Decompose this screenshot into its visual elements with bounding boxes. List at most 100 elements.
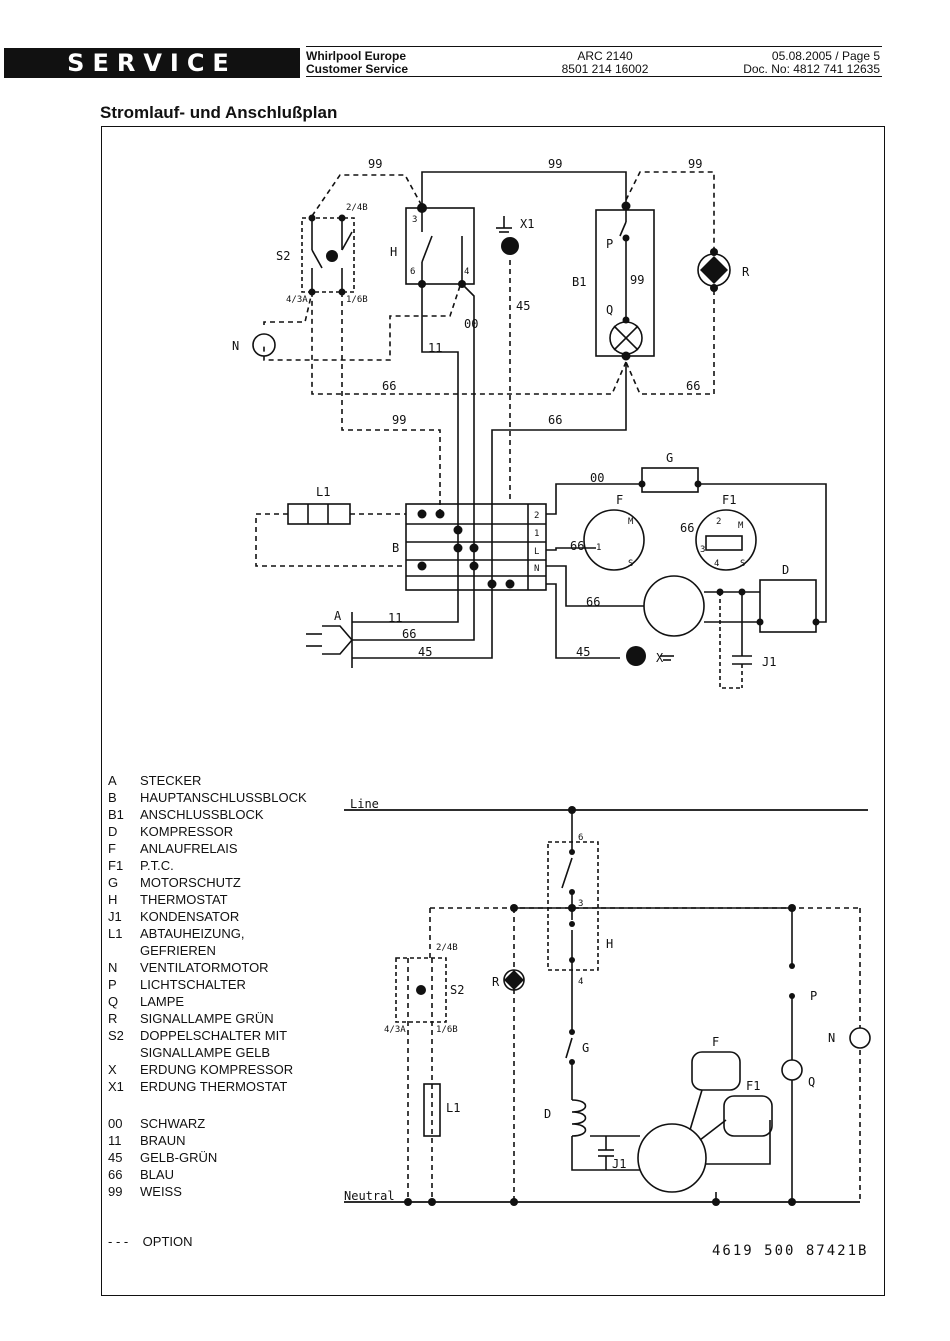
component-label: B1 — [572, 275, 586, 289]
wire-label: 66 — [382, 379, 396, 393]
compressor-bottom — [637, 1123, 707, 1193]
terminal-label: S — [740, 559, 745, 569]
wire-label: 66 — [680, 521, 694, 535]
terminal-label: 1/6B — [346, 295, 368, 305]
document-number: 4619 500 87421B — [712, 1243, 869, 1259]
terminal-label: 6 — [410, 267, 415, 277]
terminal-label: 1 — [534, 529, 539, 539]
f-relay-bottom — [691, 1051, 741, 1091]
terminal-label: 3 — [700, 545, 705, 555]
model-line2: 8501 214 16002 — [561, 62, 649, 76]
terminal-label: N — [534, 564, 539, 574]
component-label: L1 — [316, 485, 330, 499]
d-box — [759, 579, 817, 633]
doc-no: Doc. No: 4812 741 12635 — [743, 62, 880, 76]
wire-label: 99 — [548, 157, 562, 171]
date-page: 05.08.2005 / Page 5 — [771, 49, 880, 63]
service-banner: SERVICE — [4, 48, 300, 78]
component-label: P — [606, 237, 613, 251]
terminal-label: 4/3A — [384, 1025, 406, 1035]
company-block: Whirlpool Europe Customer Service — [306, 50, 408, 76]
q-lamp-bottom — [781, 1059, 803, 1081]
wire-label: 99 — [630, 273, 644, 287]
terminal-label: 1 — [596, 543, 601, 553]
company-line2: Customer Service — [306, 62, 409, 76]
terminal-label: 2/4B — [436, 943, 458, 953]
terminal-label: 2/4B — [346, 203, 368, 213]
component-label: X — [656, 651, 664, 665]
component-label: H — [390, 245, 397, 259]
component-label: D — [782, 563, 789, 577]
header-rule-bottom — [306, 76, 882, 77]
component-label: S2 — [450, 983, 464, 997]
l1-heater-bottom — [423, 1083, 441, 1137]
model-block: ARC 2140 8501 214 16002 — [520, 50, 690, 76]
header-rule-top — [306, 46, 882, 47]
component-label: P — [810, 989, 817, 1003]
wire-label: 00 — [464, 317, 478, 331]
company-line1: Whirlpool Europe — [306, 49, 406, 63]
wire-label: 45 — [418, 645, 432, 659]
component-label: N — [232, 339, 239, 353]
wire-label: 11 — [388, 611, 402, 625]
wire-label: 45 — [516, 299, 530, 313]
terminal-label: M — [738, 521, 744, 531]
model-line1: ARC 2140 — [577, 49, 633, 63]
terminal-label: L — [534, 547, 539, 557]
l1-heater-top — [287, 503, 351, 525]
page-title: Stromlauf- und Anschlußplan — [100, 103, 338, 122]
wire-label: 99 — [688, 157, 702, 171]
terminal-label: M — [628, 517, 634, 527]
terminal-label: 4 — [714, 559, 719, 569]
wire-label: 66 — [570, 539, 584, 553]
component-label: L1 — [446, 1101, 460, 1115]
component-label: R — [742, 265, 750, 279]
component-label: G — [582, 1041, 589, 1055]
terminal-label: 2 — [716, 517, 721, 527]
component-label: F — [712, 1035, 719, 1049]
wire-label: 45 — [576, 645, 590, 659]
component-label: F1 — [746, 1079, 760, 1093]
component-label: N — [828, 1031, 835, 1045]
terminal-block-b — [405, 503, 547, 591]
terminal-label: 4 — [578, 977, 583, 987]
g-box — [641, 467, 699, 493]
component-label: R — [492, 975, 500, 989]
component-label: S2 — [276, 249, 290, 263]
f1-ptc — [695, 509, 757, 571]
compressor-top — [643, 575, 705, 637]
x1-earth-terminal — [501, 237, 519, 255]
diagram-frame — [101, 126, 885, 1296]
n-fan-bottom — [849, 1027, 871, 1049]
line-label: Line — [350, 797, 379, 811]
component-label: A — [334, 609, 342, 623]
terminal-label: 4/3A — [286, 295, 308, 305]
component-label: F1 — [722, 493, 736, 507]
wire-label: 99 — [368, 157, 382, 171]
component-label: Q — [606, 303, 613, 317]
wire-label: 00 — [590, 471, 604, 485]
component-label: F — [616, 493, 623, 507]
terminal-label: 6 — [578, 833, 583, 843]
terminal-label: 1/6B — [436, 1025, 458, 1035]
component-label: X1 — [520, 217, 534, 231]
component-label: B — [392, 541, 399, 555]
